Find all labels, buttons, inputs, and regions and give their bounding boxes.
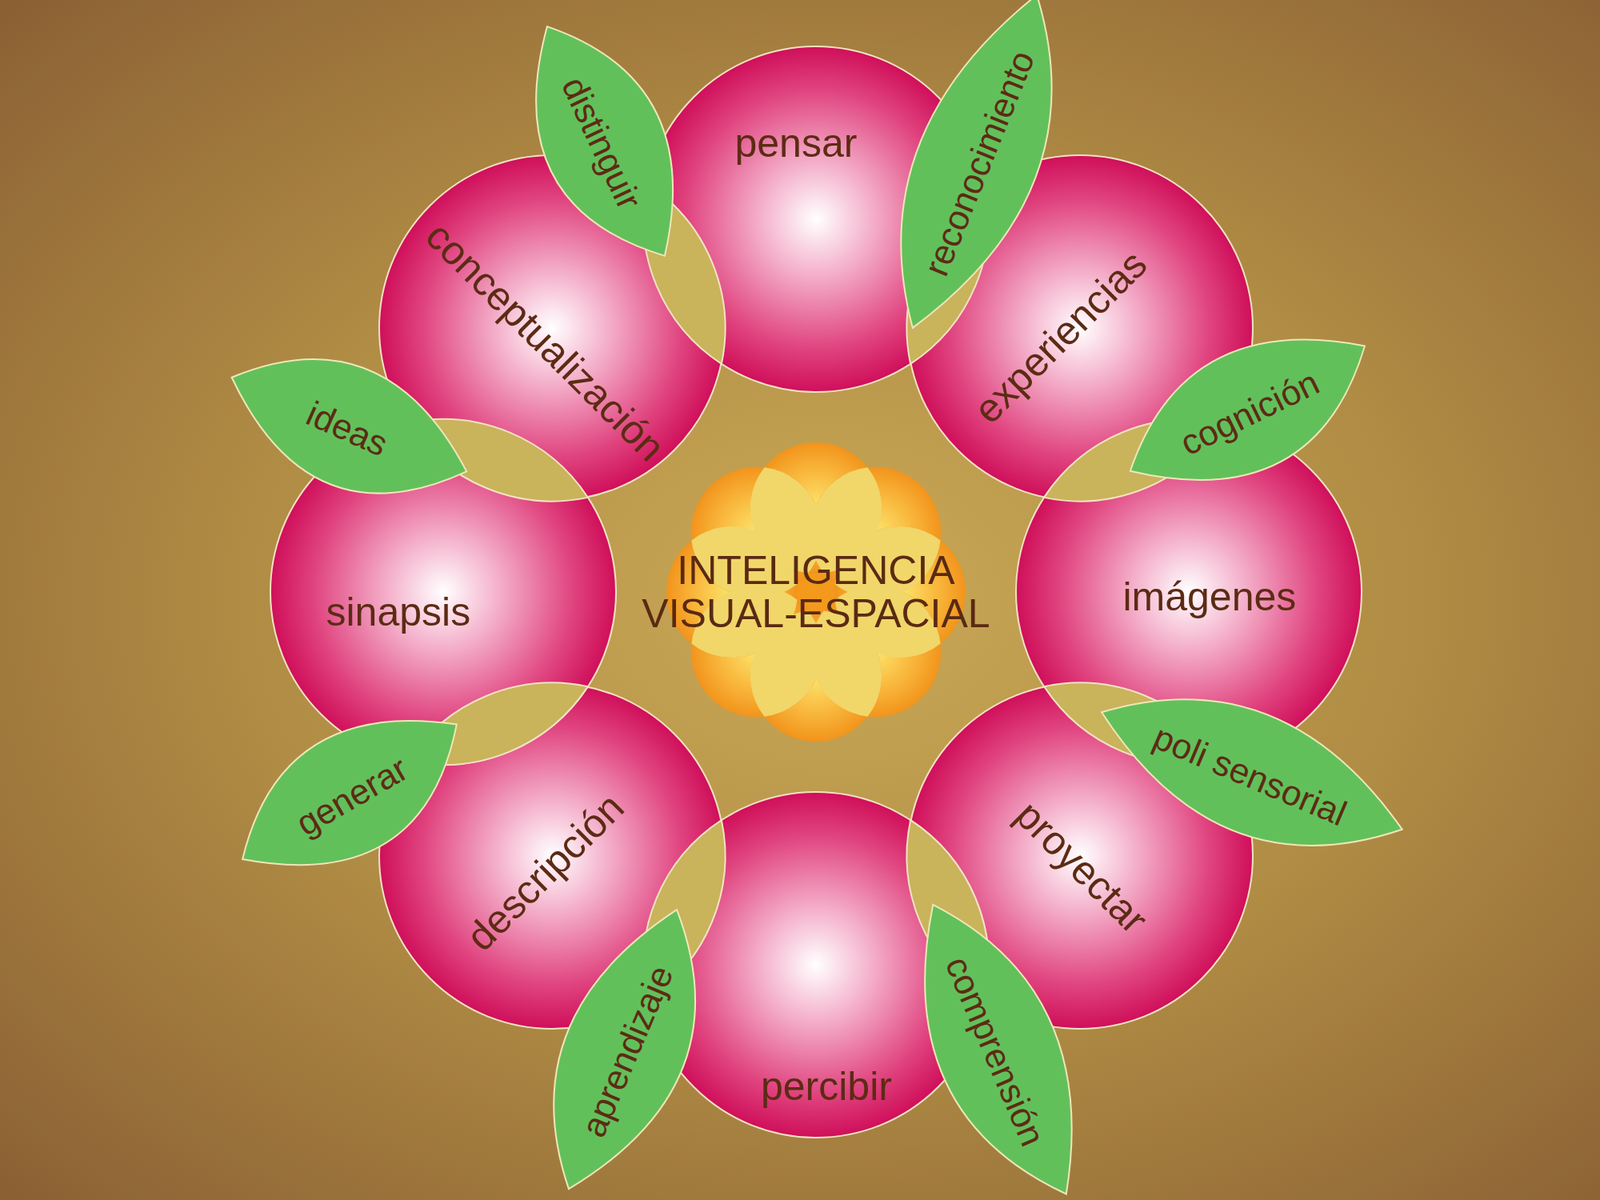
leaf-label: ideas — [205, 321, 488, 536]
leaf-label: poli sensorial — [1076, 656, 1423, 894]
leaf-shape: aprendizaje — [512, 888, 742, 1200]
leaf-shape: comprensión — [876, 880, 1113, 1200]
leaf-label: cognición — [1102, 300, 1397, 526]
leaf-shape: poli sensorial — [1076, 656, 1423, 894]
leaf-label: aprendizaje — [512, 888, 742, 1200]
center-title: INTELIGENCIA VISUAL-ESPACIAL — [616, 548, 1016, 636]
leaf-shape: ideas — [205, 321, 488, 536]
leaf-shape: generar — [211, 680, 493, 912]
petal-label: sinapsis — [326, 588, 472, 636]
leaf-label: generar — [211, 680, 493, 912]
center-flower: INTELIGENCIA VISUAL-ESPACIAL — [664, 440, 968, 744]
leaf-label: distinguir — [492, 0, 712, 287]
petal-label: imágenes — [1123, 572, 1297, 621]
leaf-label: comprensión — [876, 880, 1113, 1200]
leaf-shape: distinguir — [492, 0, 712, 287]
petal-label: percibir — [760, 1062, 892, 1111]
petal-label: pensar — [735, 119, 858, 168]
leaf-shape: cognición — [1102, 300, 1397, 526]
